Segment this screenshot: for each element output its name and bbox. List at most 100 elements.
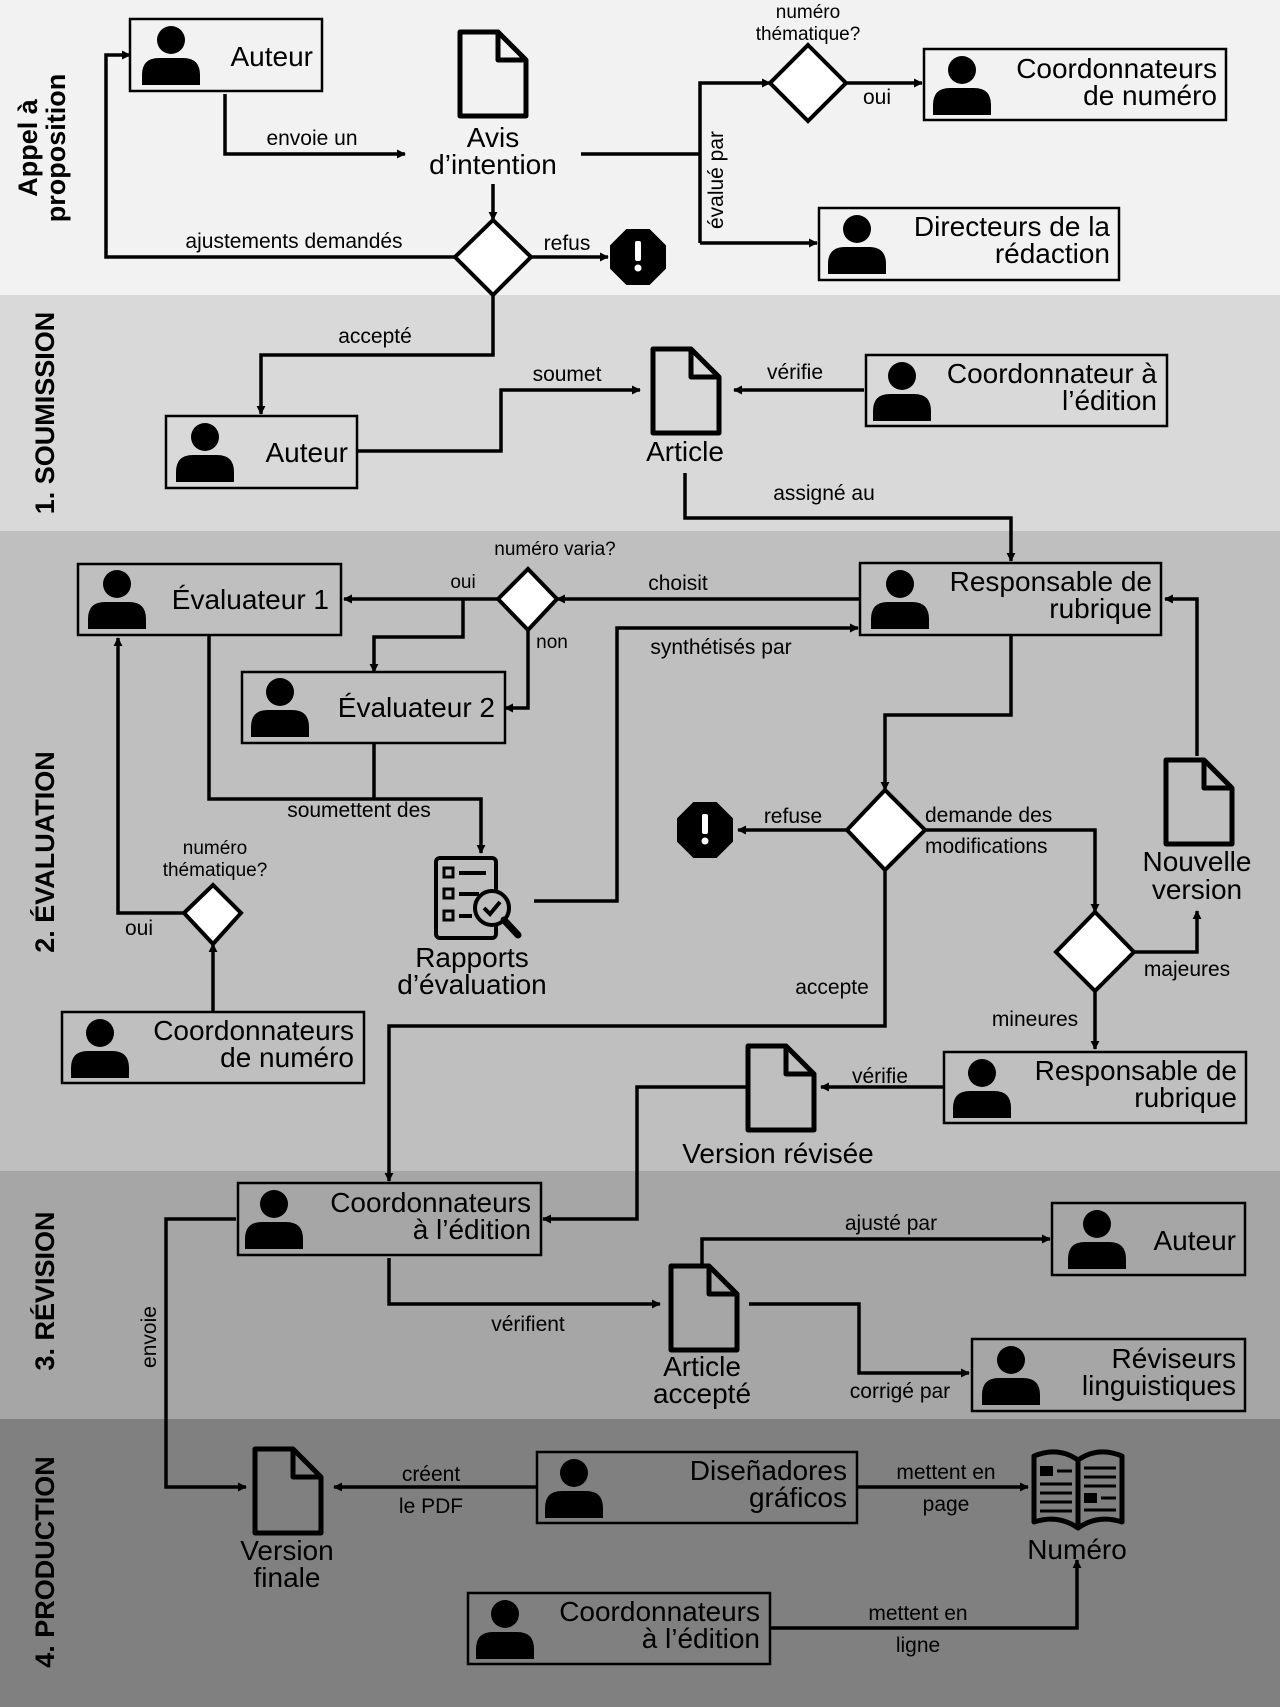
svg-text:Responsable de: Responsable de — [950, 566, 1152, 597]
edge-assigne — [683, 473, 1016, 562]
band-soumission — [0, 295, 1280, 531]
label-ajustements: ajustements demandés — [185, 230, 402, 253]
decision-modifications-diamond — [1053, 909, 1137, 994]
actor-reviseurs: Réviseurs linguistiques — [970, 1337, 1247, 1413]
svg-text:Coordonnateur à: Coordonnateur à — [947, 358, 1158, 389]
edge-majeures — [1134, 910, 1202, 954]
edge-demande — [925, 828, 1100, 913]
actor-coord-numero-eval: Coordonnateurs de numéro — [60, 1010, 366, 1085]
doc-avis-line2: d’intention — [429, 149, 557, 180]
edge-version-coord — [542, 1085, 747, 1224]
doc-article-accepte-line1: Article — [663, 1351, 741, 1382]
actor-auteur-rev: Auteur — [1050, 1201, 1247, 1277]
phase-soumission: 1. SOUMISSION — [30, 312, 60, 515]
label-envoie-un: envoie un — [266, 127, 357, 150]
edge-thematique-eval1 — [113, 637, 184, 915]
svg-text:à l’édition: à l’édition — [413, 1214, 531, 1245]
label-refus: refus — [544, 232, 591, 255]
actor-evaluateur-1: Évaluateur 1 — [76, 562, 343, 637]
label-corrige-par: corrigé par — [850, 1380, 950, 1403]
label-refuse: refuse — [764, 805, 822, 828]
doc-rapports-line2: d’évaluation — [397, 969, 546, 1000]
svg-text:Auteur: Auteur — [231, 41, 314, 72]
actor-coord-edition-rev: Coordonnateurs à l’édition — [236, 1181, 543, 1257]
actor-coord-edition-prod: Coordonnateurs à l’édition — [466, 1591, 772, 1666]
phase-appel-line2: proposition — [41, 74, 71, 222]
doc-numero: Numéro — [1027, 1534, 1127, 1565]
label-creent-line1: créent — [402, 1463, 461, 1486]
actor-responsable-eval: Responsable de rubrique — [858, 561, 1163, 637]
label-oui-thematique: oui — [125, 917, 153, 940]
decisions — [181, 42, 1137, 994]
label-accepte: accepte — [795, 976, 869, 999]
connectors — [104, 50, 1202, 1630]
actor-coord-edition-verif: Coordonnateur à l’édition — [864, 353, 1169, 428]
actor-auteur-appel: Auteur — [128, 17, 324, 93]
svg-text:Évaluateur 1: Évaluateur 1 — [172, 584, 329, 615]
svg-text:gráficos: gráficos — [749, 1482, 847, 1513]
label-verifie-article: vérifie — [767, 361, 823, 384]
doc-rapports-line1: Rapports — [415, 942, 529, 973]
band-revision — [0, 1171, 1280, 1419]
svg-text:Auteur: Auteur — [266, 437, 349, 468]
phase-appel-line1: Appel à — [13, 98, 43, 197]
label-majeures: majeures — [1144, 958, 1230, 981]
question-varia: numéro varia? — [494, 539, 615, 560]
question-thematique-top-line2: thématique? — [756, 24, 861, 45]
label-oui-top: oui — [863, 86, 891, 109]
phase-production: 4. PRODUCTION — [30, 1456, 60, 1668]
label-verifie-version: vérifie — [852, 1065, 908, 1088]
label-non-varia: non — [536, 632, 568, 653]
edge-nouvelle-responsable — [1164, 594, 1199, 756]
actor-directeurs: Directeurs de la rédaction — [817, 206, 1121, 282]
label-mineures: mineures — [992, 1008, 1078, 1031]
svg-text:Directeurs de la: Directeurs de la — [914, 211, 1111, 242]
edge-evalue-thematique — [698, 78, 771, 243]
edge-verifient — [387, 1258, 661, 1309]
open-book-icon — [1031, 1449, 1125, 1531]
label-soumettent: soumettent des — [287, 799, 431, 822]
edge-accepte-coord — [384, 870, 887, 1182]
label-synthetises: synthétisés par — [650, 636, 791, 659]
svg-text:Auteur: Auteur — [1154, 1225, 1237, 1256]
svg-text:Responsable de: Responsable de — [1035, 1055, 1237, 1086]
edge-auteur-avis — [223, 94, 406, 159]
actor-disenadores: Diseñadores gráficos — [535, 1450, 859, 1525]
edge-accepte — [256, 295, 495, 415]
band-evaluation — [0, 531, 1280, 1171]
actor-evaluateur-2: Évaluateur 2 — [240, 670, 507, 745]
edge-envoie — [164, 1217, 247, 1492]
edge-mettent-ligne — [770, 1559, 1082, 1630]
svg-text:rubrique: rubrique — [1134, 1082, 1237, 1113]
decision-questions: numéro thématique? numéro varia? numéro … — [163, 2, 861, 881]
edge-eval1-rapports — [207, 636, 486, 854]
label-mettent-page-line1: mettent en — [896, 1461, 995, 1484]
label-envoie: envoie — [138, 1306, 161, 1368]
stop-alert-icon — [677, 802, 733, 858]
label-demande-line1: demande des — [925, 804, 1052, 827]
band-production — [0, 1419, 1280, 1707]
label-mettent-ligne-line2: ligne — [896, 1634, 940, 1657]
doc-version-finale-line1: Version — [240, 1535, 333, 1566]
decision-diamond — [452, 217, 534, 298]
svg-text:à l’édition: à l’édition — [642, 1623, 760, 1654]
phase-evaluation: 2. ÉVALUATION — [29, 751, 60, 953]
svg-text:Coordonnateurs: Coordonnateurs — [1016, 53, 1217, 84]
edge-synthetises — [534, 623, 859, 903]
svg-text:Coordonnateurs: Coordonnateurs — [559, 1596, 760, 1627]
label-choisit: choisit — [648, 572, 708, 595]
phase-titles: Appel à proposition 1. SOUMISSION 2. ÉVA… — [13, 74, 71, 1668]
label-assigne: assigné au — [773, 482, 875, 505]
edge-labels: envoie un oui évalué par ajustements dem… — [125, 86, 1230, 1657]
edge-oui-eval2 — [369, 599, 465, 673]
decision-thematique-top-diamond — [767, 42, 849, 124]
doc-avis-line1: Avis — [467, 122, 519, 153]
doc-nouvelle-line2: version — [1152, 874, 1242, 905]
label-mettent-page-line2: page — [923, 1493, 970, 1516]
doc-article: Article — [646, 436, 724, 467]
actor-coord-numero-top: Coordonnateurs de numéro — [922, 47, 1228, 122]
svg-text:de numéro: de numéro — [220, 1042, 354, 1073]
edge-soumet — [357, 385, 641, 453]
